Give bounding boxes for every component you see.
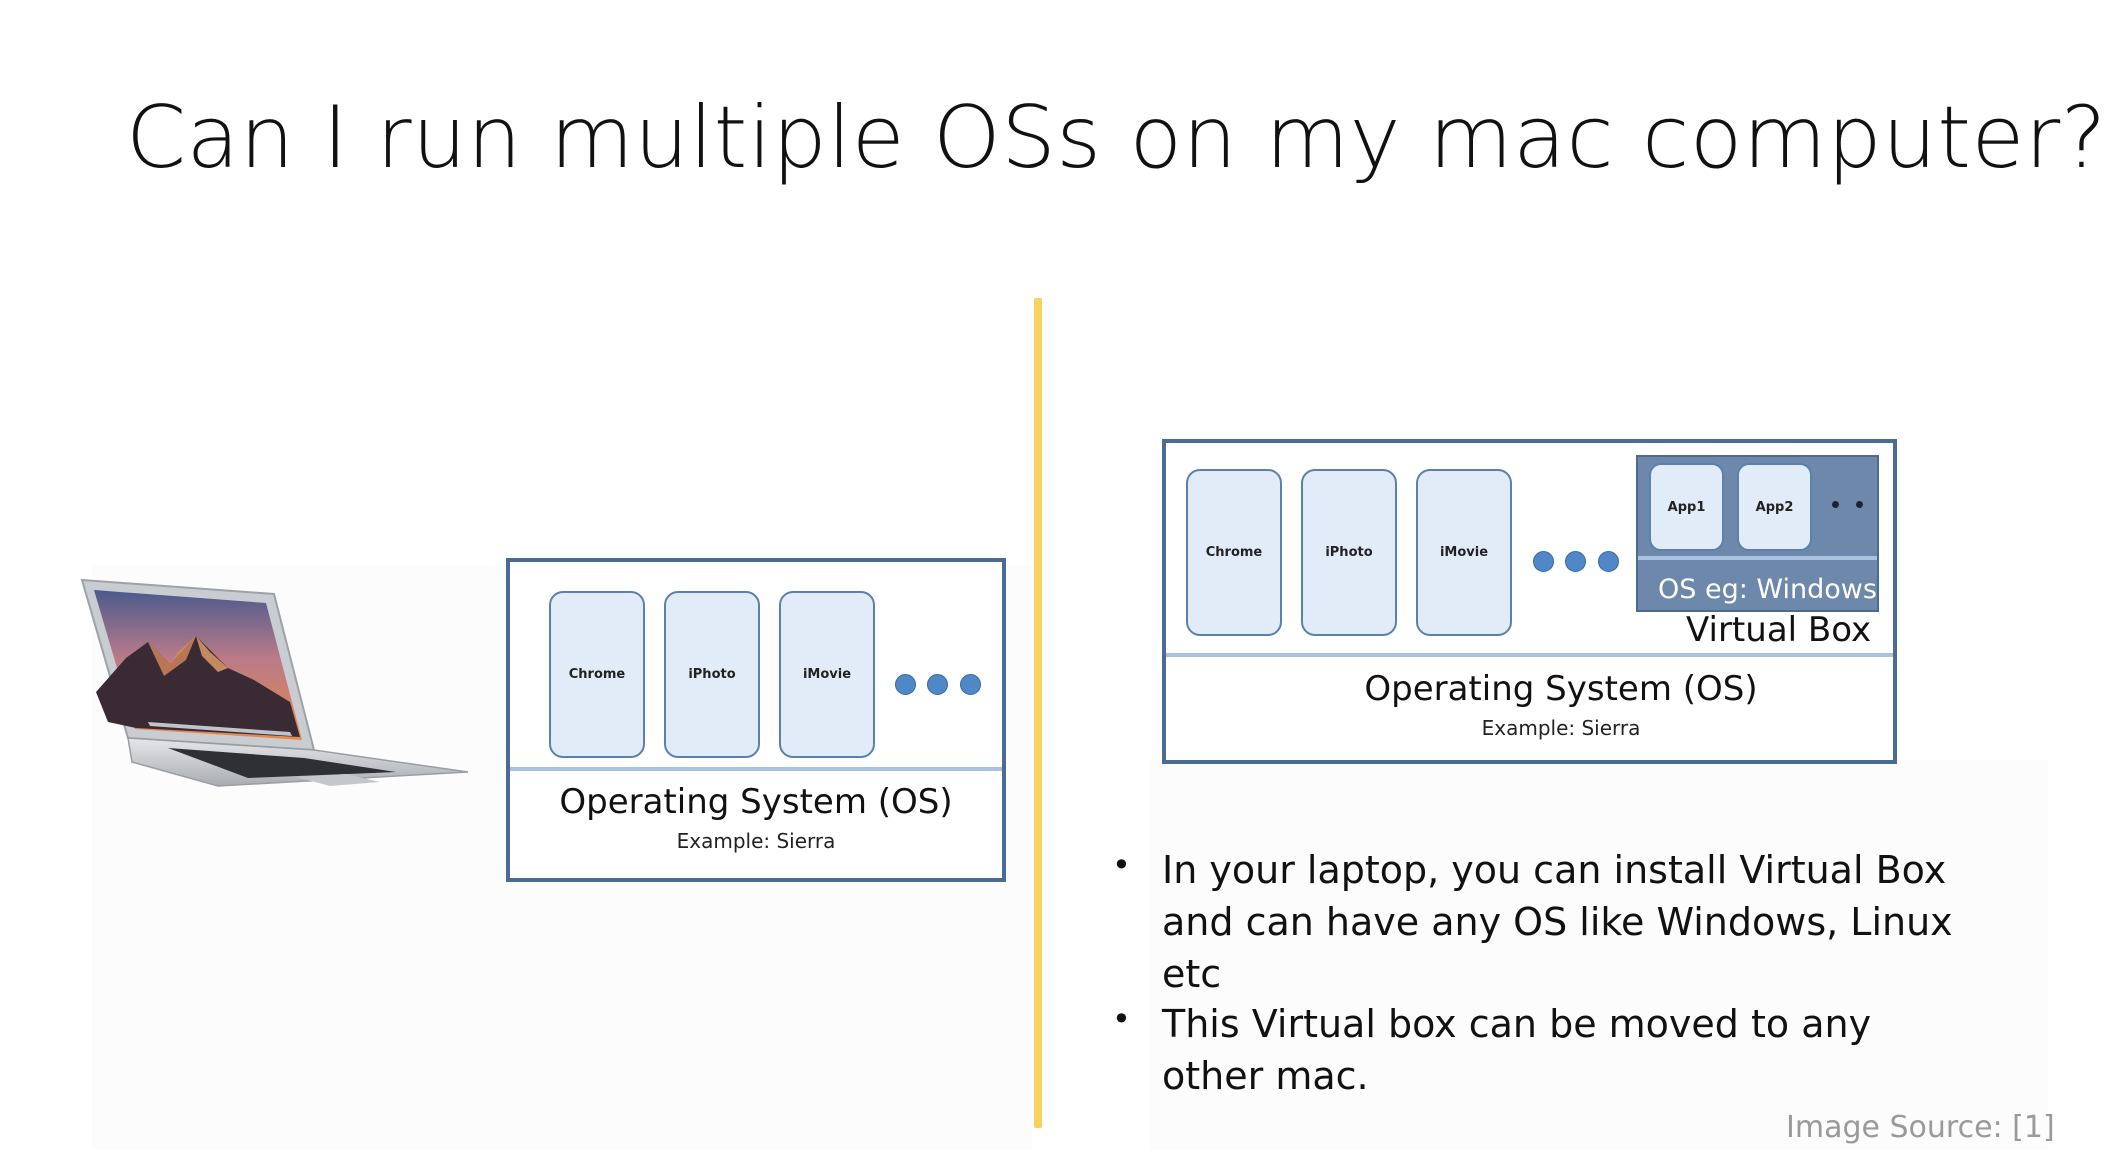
- app-imovie-left: iMovie: [779, 591, 875, 758]
- bullet-marker: •: [1112, 1000, 1131, 1038]
- macbook-laptop-image: [80, 578, 469, 787]
- bullet-item-1: In your laptop, you can install Virtual …: [1162, 848, 1953, 996]
- app-chrome-left: Chrome: [549, 591, 645, 758]
- image-source-caption: Image Source: [1]: [1786, 1110, 2055, 1145]
- ellipsis-dot: [960, 674, 981, 695]
- ellipsis-dot: [927, 674, 948, 695]
- bullet-marker: •: [1112, 846, 1131, 884]
- virtual-box-app1: App1: [1649, 463, 1724, 551]
- ellipsis-dot: [1565, 551, 1586, 572]
- os-example-right: Example: Sierra: [1481, 716, 1641, 740]
- virtual-box-app2: App2: [1737, 463, 1812, 551]
- vertical-divider: [1034, 298, 1042, 1128]
- app-iphoto-left: iPhoto: [664, 591, 760, 758]
- ellipsis-dot: [1533, 551, 1554, 572]
- ellipsis-dot: [1598, 551, 1619, 572]
- virtual-box-os-label: OS eg: Windows: [1658, 574, 1877, 605]
- os-layer-separator-right: [1166, 653, 1893, 657]
- ellipsis-dot: [1856, 501, 1863, 508]
- os-example-left: Example: Sierra: [676, 829, 836, 853]
- ellipsis-dot: [895, 674, 916, 695]
- ellipsis-dot: [1832, 501, 1839, 508]
- virtual-box-separator: [1638, 556, 1877, 560]
- app-iphoto-right: iPhoto: [1301, 469, 1397, 636]
- app-imovie-right: iMovie: [1416, 469, 1512, 636]
- slide-title: Can I run multiple OSs on my mac compute…: [126, 88, 2107, 188]
- os-label-right: Operating System (OS): [1364, 669, 1758, 709]
- background-panel-right: [1150, 760, 2048, 1150]
- os-layer-separator-left: [510, 767, 1002, 771]
- os-label-left: Operating System (OS): [559, 782, 953, 822]
- app-chrome-right: Chrome: [1186, 469, 1282, 636]
- bullet-item-2: This Virtual box can be moved to any oth…: [1162, 1002, 1872, 1098]
- virtual-box-label: Virtual Box: [1686, 610, 1872, 650]
